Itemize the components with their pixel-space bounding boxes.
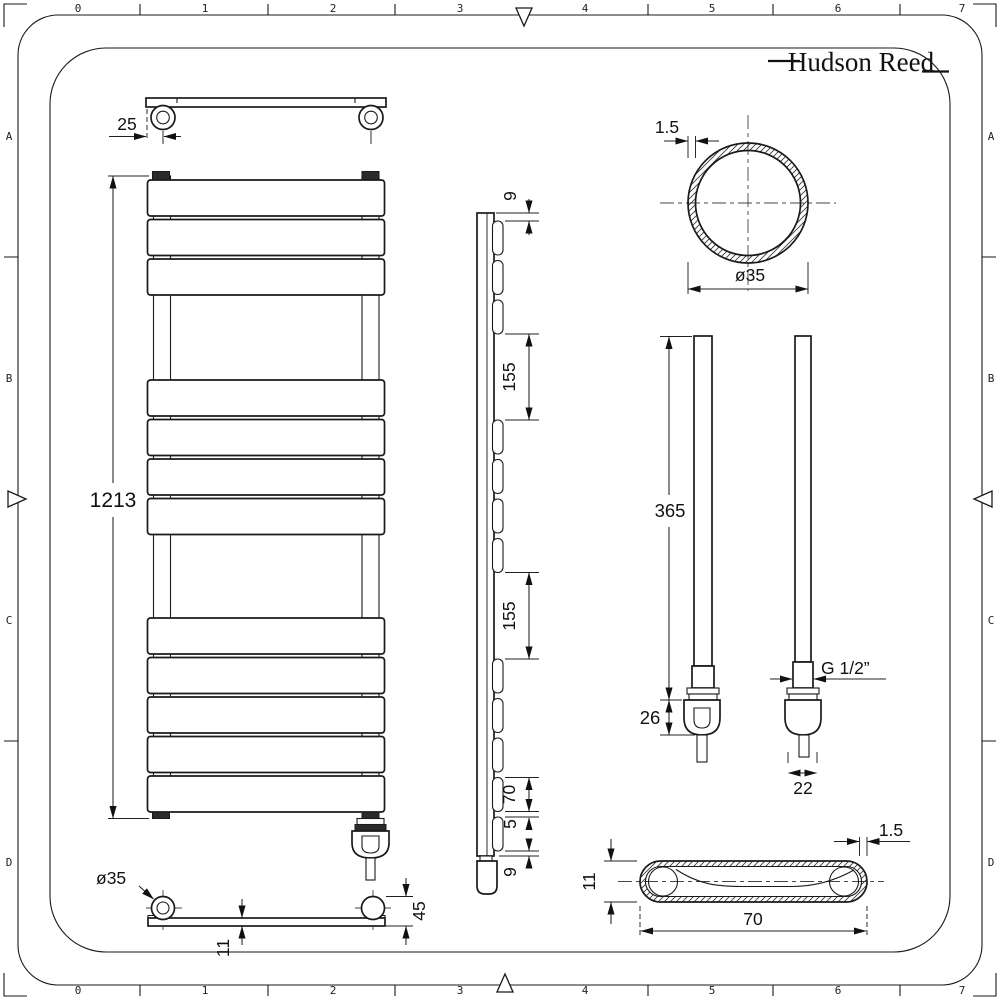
ruler-top-7: 7 bbox=[959, 2, 966, 15]
dim-tube-dia: ø35 bbox=[735, 265, 765, 285]
dim-side-top: 9 bbox=[500, 191, 520, 201]
ruler-right-c: C bbox=[988, 614, 995, 627]
ruler-bottom-7: 7 bbox=[959, 984, 966, 997]
dim-elem-length: 365 bbox=[655, 500, 686, 521]
ruler-left-b: B bbox=[6, 372, 13, 385]
ruler-right-a: A bbox=[988, 130, 995, 143]
brand-name: Hudson Reed bbox=[788, 47, 935, 77]
ruler-bottom-1: 1 bbox=[202, 984, 209, 997]
ruler-bottom-6: 6 bbox=[835, 984, 842, 997]
ruler-left-a: A bbox=[6, 130, 13, 143]
ruler-labels: 0 1 2 3 4 5 6 7 0 1 2 3 4 5 6 7 A B C D … bbox=[6, 2, 995, 997]
dim-top-view-offset: 25 bbox=[117, 114, 136, 134]
center-arrow-bottom-icon bbox=[495, 972, 515, 993]
ruler-top-6: 6 bbox=[835, 2, 842, 15]
dim-side-gap1: 155 bbox=[499, 362, 519, 391]
dim-tube-wall: 1.5 bbox=[655, 117, 679, 137]
ruler-bottom-5: 5 bbox=[709, 984, 716, 997]
dim-elem-thread: G 1/2” bbox=[821, 658, 870, 678]
center-arrow-right-icon bbox=[972, 489, 993, 509]
dim-side-space: 5 bbox=[500, 819, 520, 829]
front-panels bbox=[146, 179, 386, 813]
dim-side-bottom: 9 bbox=[500, 867, 520, 877]
ruler-bottom-0: 0 bbox=[75, 984, 82, 997]
ruler-top-4: 4 bbox=[582, 2, 589, 15]
dim-elem-head-h: 26 bbox=[640, 707, 661, 728]
ruler-top-5: 5 bbox=[709, 2, 716, 15]
dim-bv-depth: 45 bbox=[409, 901, 429, 920]
corner-mark-bl bbox=[3, 973, 27, 997]
dim-sec-h: 11 bbox=[579, 872, 599, 890]
ruler-right-b: B bbox=[988, 372, 995, 385]
corner-mark-tl bbox=[3, 3, 27, 27]
side-view: 9 155 155 70 5 9 bbox=[476, 191, 539, 895]
side-panels bbox=[491, 220, 504, 852]
dim-front-height-group: 1213 bbox=[90, 175, 149, 819]
ruler-top-0: 0 bbox=[75, 2, 82, 15]
tube-section-detail: 1.5 ø35 bbox=[655, 115, 836, 294]
drawing-frame: 0 1 2 3 4 5 6 7 0 1 2 3 4 5 6 7 A B C D … bbox=[3, 2, 997, 997]
ruler-bottom-4: 4 bbox=[582, 984, 589, 997]
dim-side-gap2: 155 bbox=[499, 601, 519, 630]
center-arrow-left-icon bbox=[7, 489, 28, 509]
centring-arrows bbox=[7, 7, 993, 993]
corner-mark-tr bbox=[973, 3, 997, 27]
ruler-top-3: 3 bbox=[457, 2, 464, 15]
dim-front-height: 1213 bbox=[90, 489, 137, 512]
front-view: 1213 bbox=[90, 171, 390, 881]
dim-elem-head-w: 22 bbox=[793, 778, 812, 798]
dim-sec-w: 70 bbox=[743, 909, 763, 929]
ruler-top-2: 2 bbox=[330, 2, 337, 15]
dim-side-panel: 70 bbox=[499, 785, 519, 805]
element-front-view: 365 26 bbox=[640, 335, 721, 763]
dim-bv-thick: 11 bbox=[213, 939, 233, 957]
brand-logo: Hudson Reed bbox=[768, 47, 949, 77]
corner-mark-br bbox=[973, 973, 997, 997]
ruler-bottom-3: 3 bbox=[457, 984, 464, 997]
bottom-view: ø35 11 45 bbox=[96, 868, 429, 957]
dim-bv-dia: ø35 bbox=[96, 868, 126, 888]
ruler-top-1: 1 bbox=[202, 2, 209, 15]
panel-section-detail: 1.5 11 70 bbox=[579, 820, 910, 936]
element-side-view: G 1/2” 22 bbox=[770, 335, 886, 798]
ruler-ticks bbox=[4, 4, 996, 996]
ruler-left-c: C bbox=[6, 614, 13, 627]
ruler-right-d: D bbox=[988, 856, 995, 869]
ruler-bottom-2: 2 bbox=[330, 984, 337, 997]
center-arrow-top-icon bbox=[514, 7, 534, 28]
electric-element-front bbox=[351, 817, 390, 881]
ruler-left-d: D bbox=[6, 856, 13, 869]
top-view: 25 bbox=[109, 97, 387, 144]
dim-sec-wall: 1.5 bbox=[879, 820, 903, 840]
